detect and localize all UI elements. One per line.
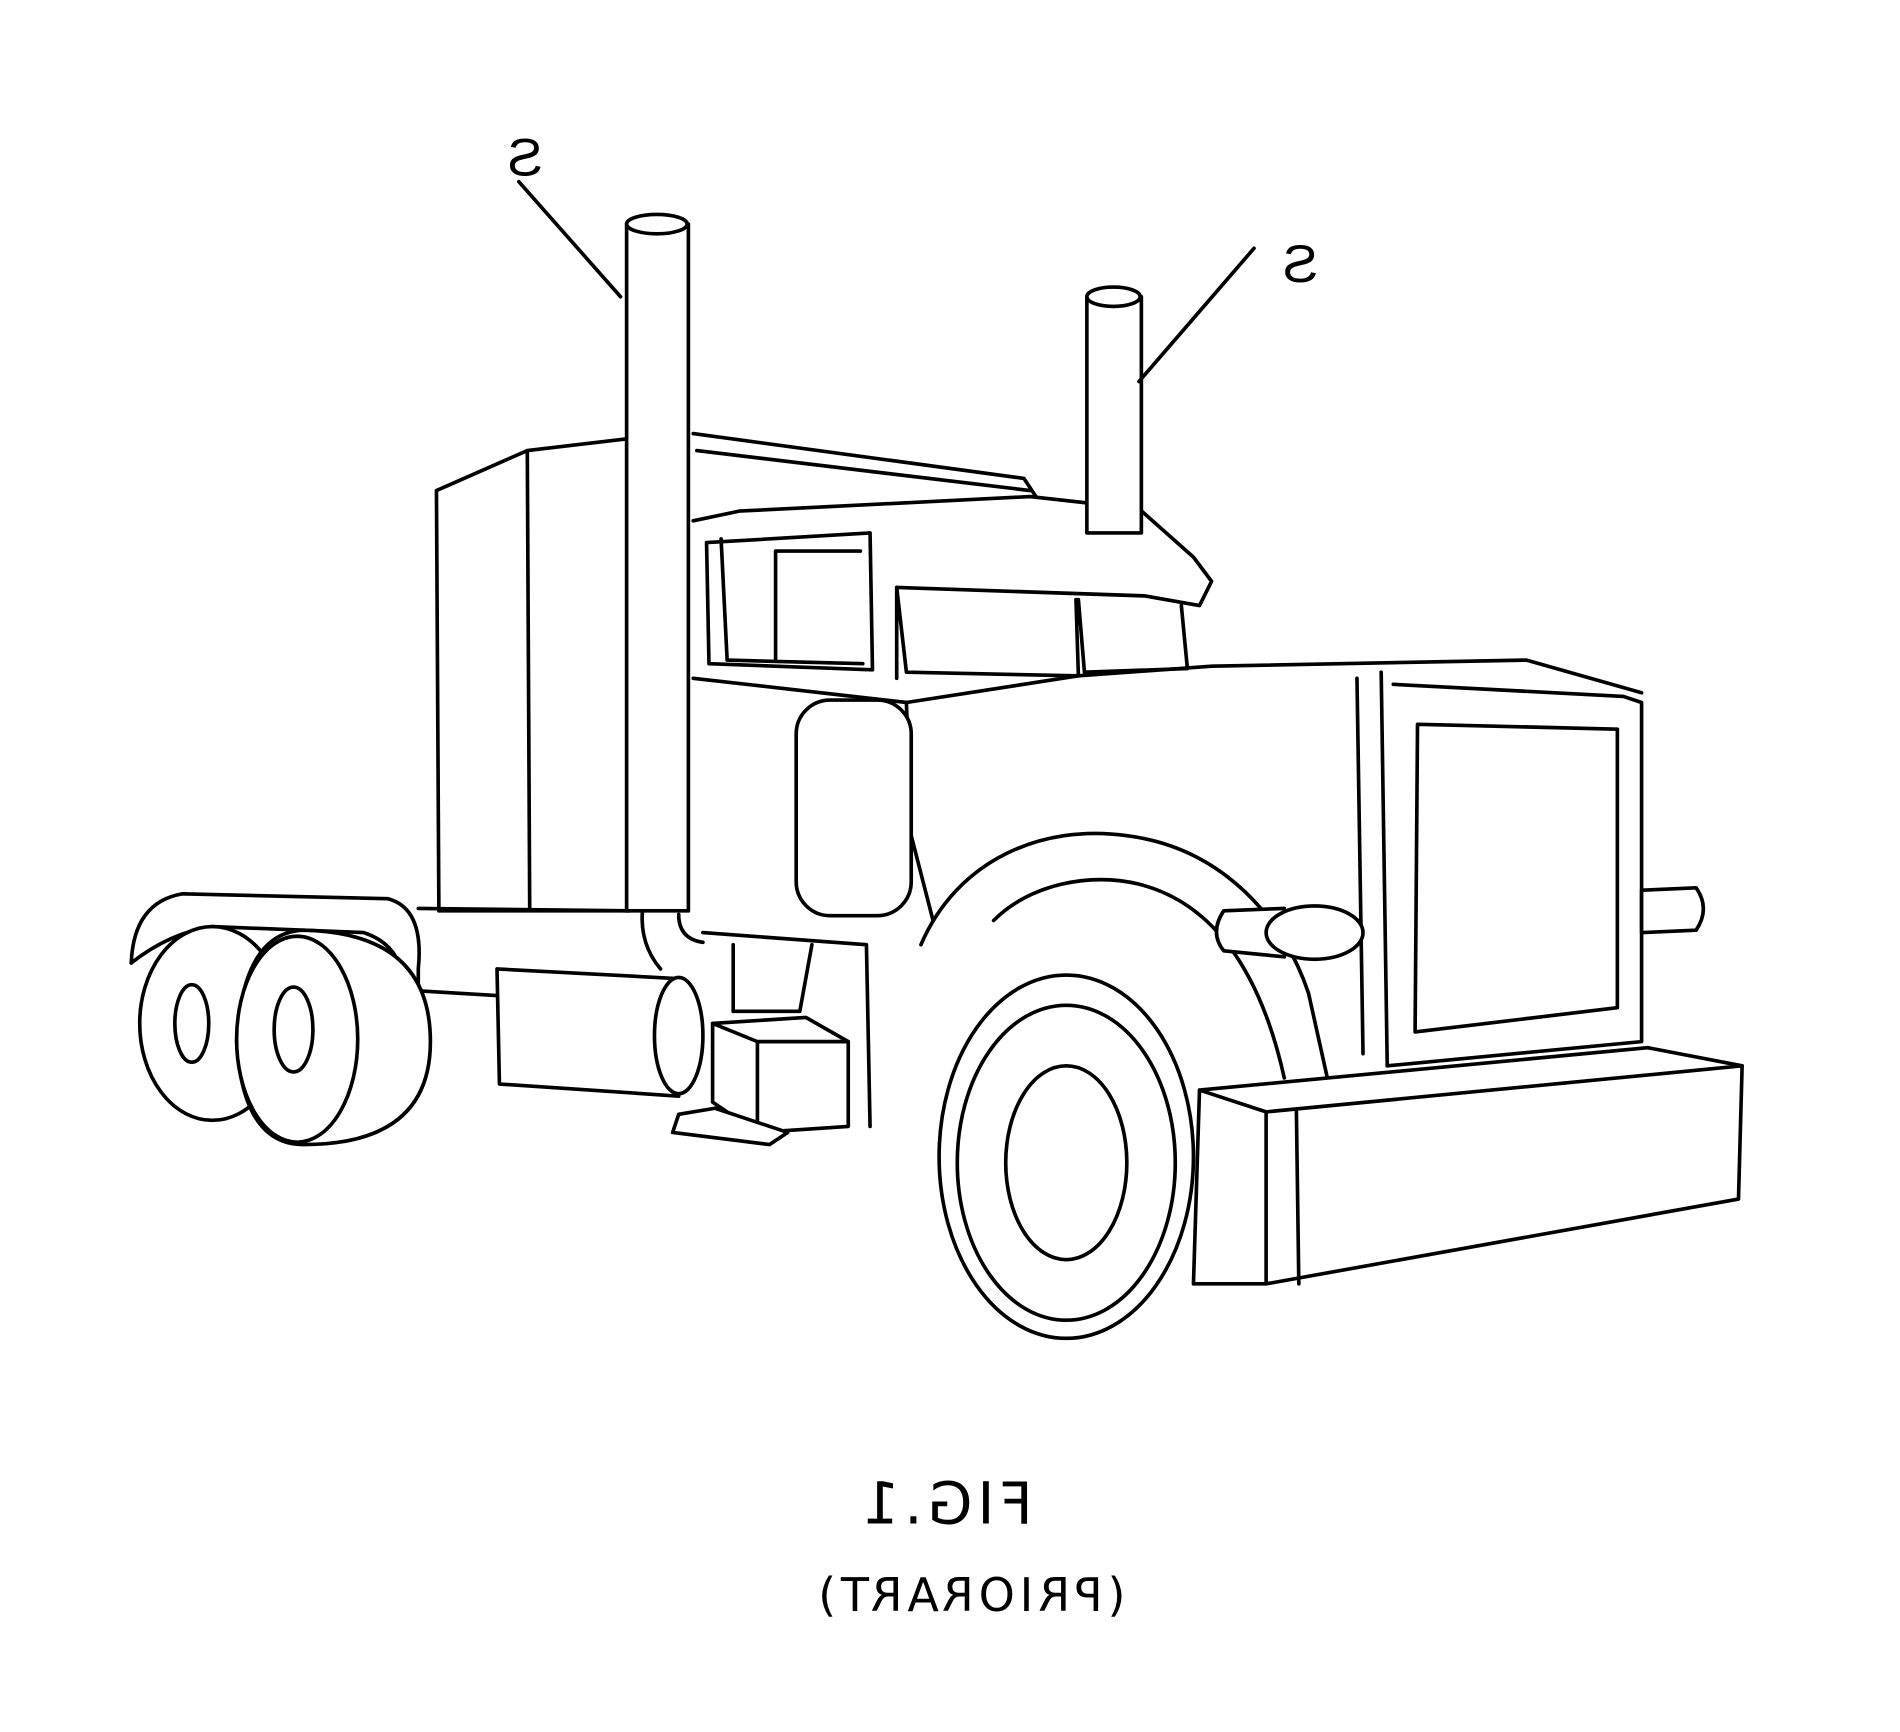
rear-wheels (137, 924, 433, 1147)
reference-label-left: S (507, 129, 543, 188)
leader-lines (517, 179, 1256, 384)
headlight-left (1214, 906, 1287, 959)
cab (691, 494, 1644, 705)
step-box (670, 942, 851, 1147)
headlight-center (1264, 904, 1365, 962)
fuel-tank (495, 967, 705, 1098)
reference-label-right: S (1283, 235, 1319, 294)
figure-caption-subtitle: (PRIORART) (813, 1568, 1125, 1622)
front-bumper (1191, 1045, 1744, 1286)
headlight-right (1639, 885, 1706, 935)
frame-rail (416, 906, 872, 1129)
figure-caption-title: FIG.1 (857, 1470, 1032, 1538)
exhaust-stacks (624, 212, 1144, 971)
air-cleaner (794, 698, 914, 918)
front-wheel (937, 973, 1196, 1341)
